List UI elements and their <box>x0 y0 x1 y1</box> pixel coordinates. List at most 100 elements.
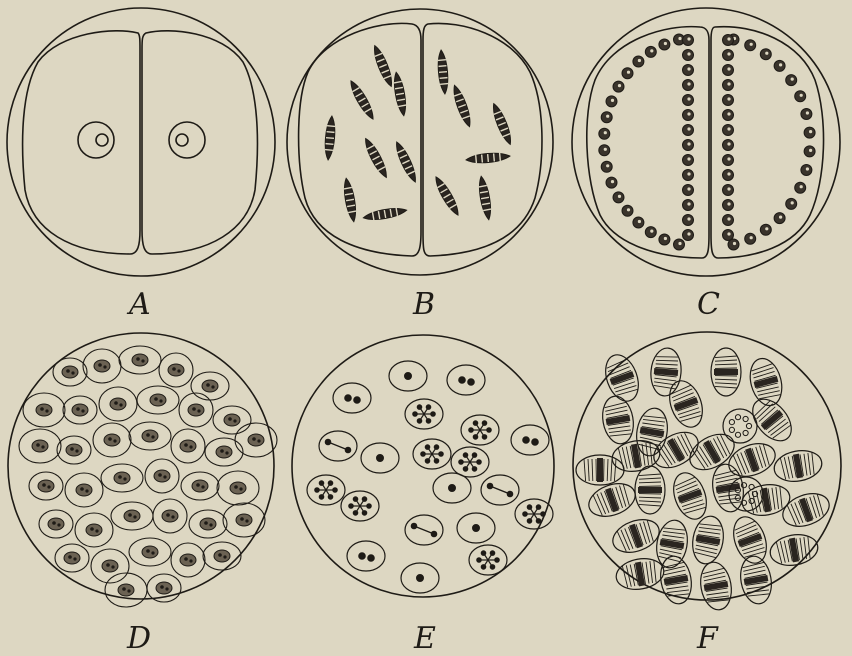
cell-nucleus <box>180 440 196 452</box>
striation <box>706 591 728 596</box>
cell-nucleus <box>104 434 120 446</box>
striation <box>639 501 661 502</box>
nucleus-highlight <box>638 59 641 62</box>
chromatin <box>98 363 102 367</box>
striation <box>676 481 697 490</box>
cell <box>457 513 495 543</box>
panel-f-drawing <box>573 332 841 612</box>
striation <box>664 526 686 531</box>
nucleus-highlight <box>727 82 730 85</box>
striated-cell <box>709 462 747 514</box>
nucleus-highlight <box>687 232 690 235</box>
chromatin <box>108 437 112 441</box>
nucleus-highlight <box>765 52 768 55</box>
rosette-granule <box>749 498 754 503</box>
nucleus-highlight <box>800 185 803 188</box>
chromatin <box>228 417 232 421</box>
chromosome <box>333 488 337 492</box>
chromosome <box>508 492 513 497</box>
chromatin <box>42 483 46 487</box>
chromatin <box>158 473 162 477</box>
chromosome <box>405 373 411 379</box>
spindle <box>392 72 409 117</box>
striation <box>685 506 706 515</box>
striation <box>660 549 682 554</box>
chromatin <box>154 397 158 401</box>
striation <box>743 546 764 555</box>
chromatin <box>252 437 256 441</box>
chromatin <box>47 485 50 488</box>
cell-nucleus <box>132 354 148 366</box>
chromosome <box>427 405 431 409</box>
striated-cell <box>728 512 773 567</box>
panel-a-right-nucleolus <box>176 134 188 146</box>
spindle <box>342 178 359 223</box>
striated-cell <box>745 355 786 409</box>
spindle-band <box>500 153 501 161</box>
striation <box>642 522 651 543</box>
striation <box>784 540 789 562</box>
cell-nucleus <box>142 430 158 442</box>
chromosome <box>537 519 541 523</box>
striation <box>756 490 761 512</box>
panel-d-drawing <box>8 333 277 607</box>
striated-cell <box>664 376 709 431</box>
spindle <box>363 206 408 223</box>
striation <box>642 422 664 427</box>
chromatin <box>218 553 222 557</box>
rosette-granule <box>729 420 734 425</box>
cell <box>389 361 427 391</box>
spindle-band <box>438 60 446 61</box>
spindle <box>466 152 511 165</box>
striation <box>622 484 631 505</box>
chromosome <box>473 467 477 471</box>
cell-nucleus <box>156 582 172 594</box>
nucleus-highlight <box>678 242 681 245</box>
chromosome <box>377 455 383 461</box>
chromatin <box>151 435 154 438</box>
cell-nucleus <box>32 440 48 452</box>
chromosome <box>426 459 430 463</box>
striation <box>778 486 783 508</box>
striation <box>736 525 757 534</box>
nucleus-highlight <box>618 84 621 87</box>
chromatin <box>76 407 80 411</box>
striation <box>681 414 702 423</box>
rosette-granule <box>746 423 751 428</box>
panel-e-outer-membrane <box>292 335 554 597</box>
striation <box>662 534 684 539</box>
chromatin <box>196 483 200 487</box>
chromosome <box>474 421 478 425</box>
striated-cell <box>600 350 645 405</box>
chromosome <box>363 511 367 515</box>
chromatin <box>123 477 126 480</box>
striation <box>593 495 602 516</box>
chromatin <box>114 401 118 405</box>
striation <box>679 410 700 419</box>
cell-nucleus <box>150 394 166 406</box>
panel-b-spindles <box>324 44 515 223</box>
nucleus-highlight <box>687 112 690 115</box>
striated-cell <box>614 555 666 593</box>
chromosome <box>431 412 435 416</box>
spindle-band <box>476 155 477 163</box>
nucleus-highlight <box>611 99 614 102</box>
chromatin <box>211 385 214 388</box>
chromatin <box>146 549 150 553</box>
panel-e-drawing <box>292 335 554 597</box>
nucleus-highlight <box>604 131 607 134</box>
chromosome <box>354 511 358 515</box>
chromatin <box>75 449 78 452</box>
striation <box>753 371 774 377</box>
cell <box>405 399 443 429</box>
chromatin <box>103 365 106 368</box>
chromatin <box>240 517 244 521</box>
chromatin <box>66 369 70 373</box>
chromosome <box>449 485 455 491</box>
chromatin <box>41 445 44 448</box>
striation <box>617 388 638 397</box>
chromosome <box>413 412 417 416</box>
striation <box>734 521 755 530</box>
cell <box>361 443 399 473</box>
chromatin <box>68 555 72 559</box>
